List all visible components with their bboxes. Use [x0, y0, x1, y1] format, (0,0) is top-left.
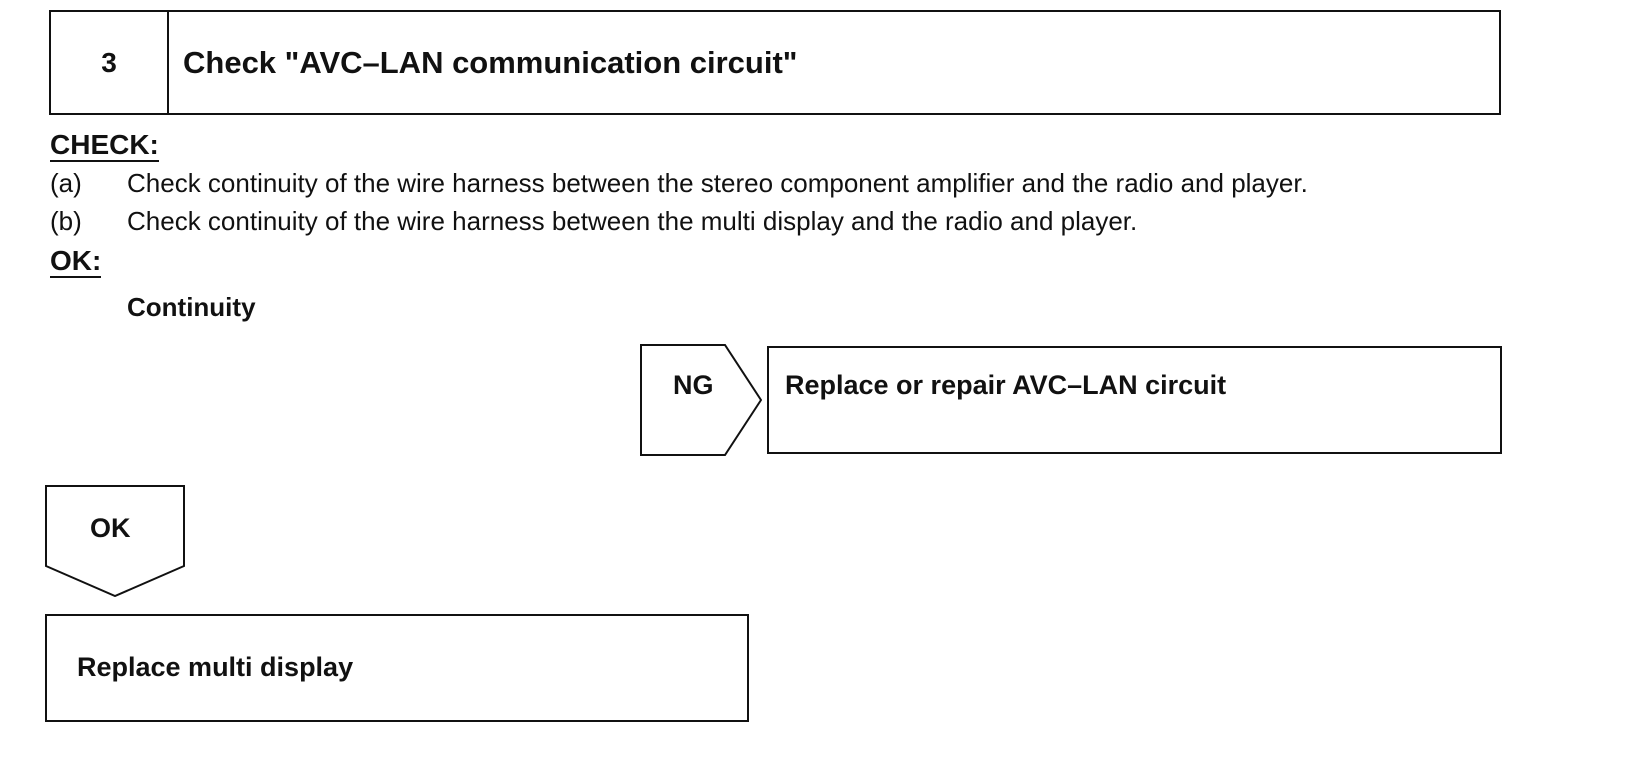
check-item-tag: (a) [50, 168, 82, 198]
ng-action-text: Replace or repair AVC–LAN circuit [785, 370, 1227, 400]
check-item-tag: (b) [50, 206, 82, 236]
step-number: 3 [51, 12, 169, 113]
check-item-a: (a) Check continuity of the wire harness… [50, 168, 1610, 198]
check-item-b: (b) Check continuity of the wire harness… [50, 206, 1610, 236]
ok-action-text: Replace multi display [77, 652, 354, 682]
check-item-text: Check continuity of the wire harness bet… [127, 206, 1138, 236]
check-label: CHECK: [50, 129, 159, 162]
ok-label: OK: [50, 245, 102, 278]
step-title: Check "AVC–LAN communication circuit" [183, 44, 798, 80]
ok-branch-label: OK [90, 513, 131, 543]
ng-label: NG [673, 370, 714, 400]
ok-spec-value: Continuity [127, 292, 256, 322]
step-header: 3 Check "AVC–LAN communication circuit" [49, 10, 1501, 115]
ok-action-box: Replace multi display [45, 614, 749, 722]
ok-tab [45, 485, 185, 597]
check-item-text: Check continuity of the wire harness bet… [127, 168, 1308, 198]
ng-action-box: Replace or repair AVC–LAN circuit [767, 346, 1502, 454]
ng-tab [640, 344, 762, 456]
